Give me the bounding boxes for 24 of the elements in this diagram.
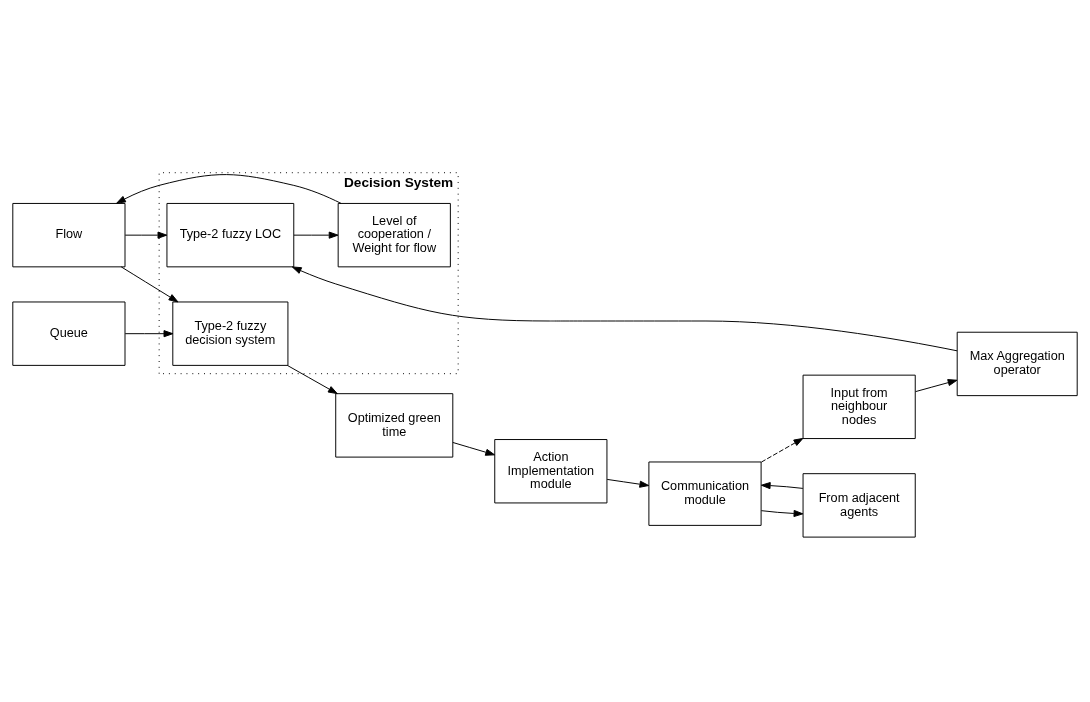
node-box: Action Implementation module	[494, 439, 608, 504]
arrow	[606, 478, 650, 488]
arrow	[760, 509, 804, 518]
arrow	[452, 441, 496, 456]
node-box: Type-2 fuzzy LOC	[166, 202, 295, 268]
arrow	[915, 379, 958, 393]
arrow	[287, 365, 338, 395]
node-box: Level of cooperation / Weight for flow	[337, 202, 451, 268]
node-box: Input from neighbour nodes	[802, 374, 916, 440]
arrow	[120, 266, 179, 303]
arrow	[291, 266, 958, 352]
node-box: From adjacent agents	[802, 473, 916, 538]
node-box: Optimized green time	[335, 393, 454, 458]
node-box: Queue	[12, 301, 126, 366]
arrow	[293, 231, 339, 239]
node-box: Flow	[12, 202, 126, 268]
node-box: Max Aggregation operator	[956, 331, 1078, 397]
arrow	[760, 437, 804, 463]
node-box: Communication module	[648, 461, 762, 526]
node-box: Type-2 fuzzy decision system	[172, 301, 289, 366]
arrow	[116, 174, 342, 204]
arrow	[124, 330, 174, 338]
arrow	[124, 231, 168, 239]
arrow	[760, 482, 804, 490]
